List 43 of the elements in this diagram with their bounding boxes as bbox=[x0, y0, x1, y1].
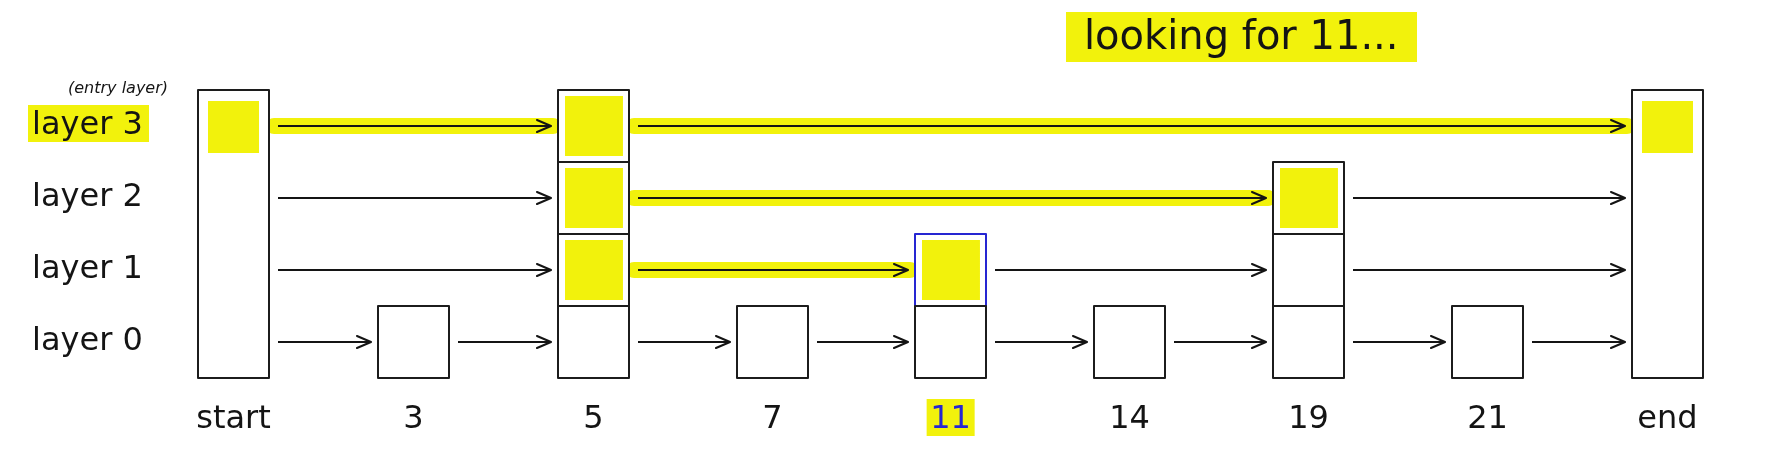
highlighted-node-box bbox=[557, 161, 630, 235]
column-label: start bbox=[196, 399, 271, 436]
arrow bbox=[1352, 191, 1626, 205]
column-label: 14 bbox=[1109, 399, 1150, 436]
column-label: 11 bbox=[926, 399, 975, 436]
arrow bbox=[1531, 335, 1626, 349]
node-box bbox=[736, 305, 809, 379]
row-label: layer 0 bbox=[32, 321, 143, 358]
arrow bbox=[1173, 335, 1267, 349]
row-label: layer 1 bbox=[32, 249, 143, 286]
node-box bbox=[914, 305, 987, 379]
arrow bbox=[277, 191, 552, 205]
heading: looking for 11... bbox=[1066, 12, 1417, 62]
row-label: layer 3 bbox=[28, 105, 149, 142]
column-label: 19 bbox=[1288, 399, 1329, 436]
highlighted-node-box bbox=[1272, 161, 1345, 235]
arrow bbox=[1352, 335, 1446, 349]
tall-node-box bbox=[197, 89, 270, 379]
column-label: end bbox=[1637, 399, 1698, 436]
node-box bbox=[1272, 233, 1345, 307]
highlighted-node-box bbox=[557, 233, 630, 307]
column-label: 3 bbox=[403, 399, 424, 436]
highlighted-node-box bbox=[557, 89, 630, 163]
arrow bbox=[994, 335, 1088, 349]
node-box bbox=[1093, 305, 1166, 379]
arrow bbox=[457, 335, 552, 349]
node-box bbox=[377, 305, 450, 379]
arrow bbox=[277, 335, 372, 349]
arrow bbox=[994, 263, 1267, 277]
highlighted-node-box bbox=[914, 233, 987, 307]
node-box bbox=[557, 305, 630, 379]
column-label: 5 bbox=[583, 399, 604, 436]
arrow bbox=[637, 335, 731, 349]
node-box bbox=[1451, 305, 1524, 379]
row-label: layer 2 bbox=[32, 177, 143, 214]
arrow bbox=[816, 335, 909, 349]
node-box bbox=[1272, 305, 1345, 379]
column-label: 21 bbox=[1467, 399, 1508, 436]
arrow bbox=[277, 263, 552, 277]
tall-node-box bbox=[1631, 89, 1704, 379]
column-label: 7 bbox=[762, 399, 783, 436]
arrow bbox=[1352, 263, 1626, 277]
note: (entry layer) bbox=[68, 79, 168, 98]
